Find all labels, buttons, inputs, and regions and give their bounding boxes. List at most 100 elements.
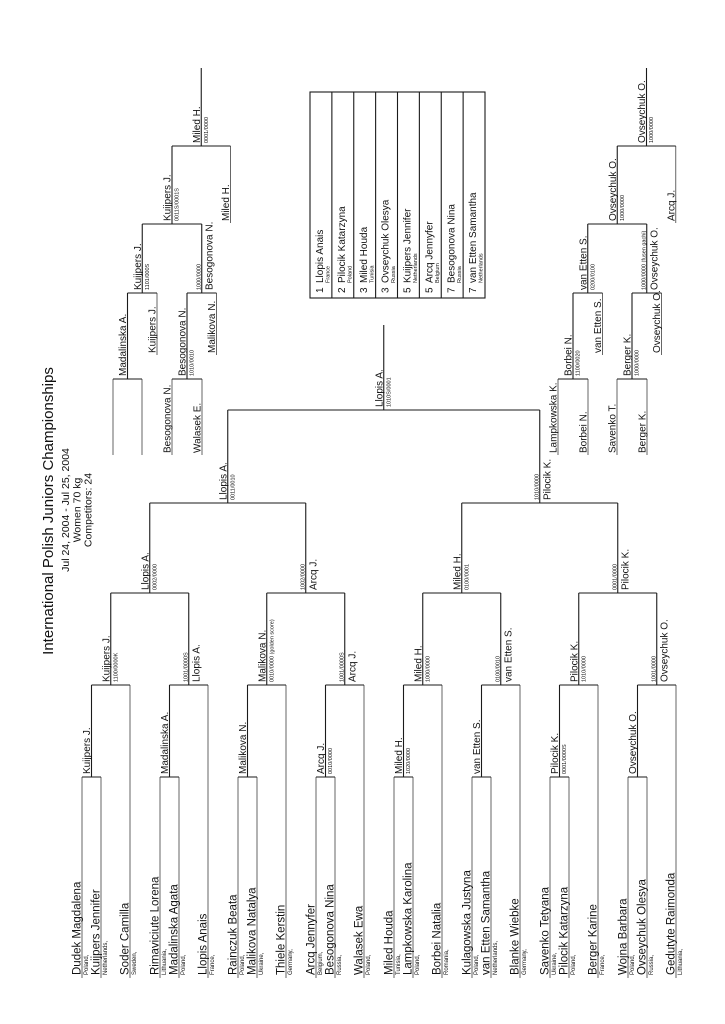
competitor-country: Russia, <box>337 955 343 975</box>
competitor-country: Lithuania, <box>162 949 168 975</box>
competitor-country: Sweden, <box>132 951 138 975</box>
result-country: France <box>326 266 332 283</box>
competitor-name: Madalinska Agata <box>169 884 181 975</box>
repechage-entry: Malikova N. <box>207 301 218 353</box>
competitor-name: Walasek Ewa <box>354 905 366 975</box>
result-country: Belgium <box>435 263 441 283</box>
result-rank: 7 <box>468 287 479 293</box>
match-winner: Pilocik K. <box>542 459 553 500</box>
competitor-country: Netherlands, <box>103 941 109 975</box>
match-score: 0010/0000 <box>328 748 334 774</box>
match-score: 1000/0000 (fusen gachi) <box>641 231 647 290</box>
result-rank: 3 <box>381 287 392 293</box>
match-score: 0002/0000 <box>152 564 158 590</box>
competitor-name: van Etten Samantha <box>481 870 493 975</box>
result-rank: 2 <box>337 287 348 293</box>
repechage-entry: Besogonova N. <box>163 385 174 453</box>
competitor-country: Ukraine, <box>552 952 558 975</box>
match-winner: Malikova N. <box>257 630 268 682</box>
result-name: Pilocik Katarzyna <box>337 206 348 283</box>
repechage-entry: Walasek E. <box>193 403 204 453</box>
match-winner: Madalinska A. <box>118 314 129 376</box>
match-score: 1100/0020 <box>576 350 582 376</box>
match-score: 0200/0100 <box>590 264 596 290</box>
competitor-country: Poland, <box>571 954 577 975</box>
match-score: 0100/0010 <box>495 656 501 682</box>
match-score: 0100/0001 <box>464 564 470 590</box>
competitor-name: Ovseychuk Olesya <box>637 879 649 975</box>
match-score: 1000/0000 <box>649 117 655 143</box>
competitor-name: Kuijpers Jennifer <box>91 889 103 975</box>
repechage-entry: Miled H. <box>221 184 232 221</box>
repechage-entry: Arcq J. <box>666 190 677 221</box>
match-winner: Miled H. <box>413 645 424 682</box>
match-winner: Llopis A. <box>191 644 202 682</box>
match-winner: Kuijpers J. <box>101 635 112 682</box>
competitor-country: Tunisia, <box>396 954 402 975</box>
competitor-name: Llopis Anais <box>198 913 210 975</box>
match-winner: Llopis A. <box>140 552 151 590</box>
competitor-country: France, <box>600 954 606 975</box>
repechage-entry: Savenko T. <box>608 404 619 453</box>
match-score: 1002/0000 <box>300 564 306 590</box>
match-score: 1001/0000S <box>339 652 345 682</box>
competitor-country: Poland, <box>630 954 636 975</box>
match-winner: Ovseychuk O. <box>608 158 619 221</box>
repechage-right: Lampkowska K. Borbei N. Savenko T. Berger K… <box>549 68 677 455</box>
competitor-country: Poland, <box>84 954 90 975</box>
match-score: 1000/0000 <box>635 350 641 376</box>
repechage-entry: Lampkowska K. <box>549 382 560 453</box>
match-score: 0011S/0001S <box>175 188 181 221</box>
match-score: 1100/0000K <box>113 652 119 682</box>
match-winner: Pilocik K. <box>550 733 561 774</box>
competitor-name: Lampkowska Karolina <box>403 862 415 975</box>
competitor-name: Savenko Tetyana <box>540 886 552 975</box>
result-country: Tunisia <box>369 265 375 283</box>
competitor-country: Netherlands, <box>493 941 499 975</box>
weight-category: Women 70 kg <box>72 478 84 543</box>
match-winner: Ovseychuk O. <box>628 711 639 774</box>
match-winner: Borbei N. <box>564 334 575 376</box>
competitor-name: Berger Karine <box>588 904 600 975</box>
match-winner: Arcq J. <box>347 651 358 682</box>
competitor-name: Besogonova Nina <box>325 884 337 975</box>
match-winner: Pilocik K. <box>620 549 631 590</box>
repechage-entry: Ovseychuk O. <box>652 290 663 353</box>
match-winner: Miled H. <box>394 737 405 774</box>
match-winner: Madalinska A. <box>160 712 171 774</box>
competitor-name: Gedutyte Raimonda <box>666 872 678 975</box>
competitor-name: Soder Camilla <box>120 902 132 975</box>
result-country: Poland <box>347 266 353 283</box>
competitor-country: Poland, <box>415 954 421 975</box>
match-winner: van Etten S. <box>472 720 483 774</box>
match-score: 0011/0010 <box>230 474 236 500</box>
match-score: 0001/0000S <box>562 744 568 774</box>
competitor-name: Dudek Magdalena <box>72 881 84 975</box>
result-name: Arcq Jennyfer <box>424 221 435 283</box>
match-score: 1101/000S <box>145 263 151 290</box>
competitor-name: Borbei Natalia <box>432 902 444 975</box>
result-rank: 1 <box>315 287 326 293</box>
match-winner: Arcq J. <box>308 559 319 590</box>
match-winner: Besogonova N. <box>178 308 189 376</box>
competitor-name: Kulagowska Justyna <box>462 870 474 975</box>
match-winner: Arcq J. <box>316 743 327 774</box>
match-score: 1020/0000 <box>406 748 412 774</box>
result-name: Besogonova Nina <box>446 204 457 283</box>
match-score: 0010/0000 (golden score) <box>269 619 275 682</box>
result-country: Netherlands <box>479 253 485 283</box>
title-block: International Polish Juniors Championshi… <box>40 367 95 655</box>
competitor-country: Lithuania, <box>678 949 684 975</box>
match-winner: Ovseychuk O. <box>637 80 648 143</box>
event-title: International Polish Juniors Championshi… <box>40 367 57 655</box>
match-winner: van Etten S. <box>578 236 589 290</box>
competitor-name: Thiele Kerstin <box>276 905 288 975</box>
result-country: Netherlands <box>413 253 419 283</box>
match-winner: Kuijpers J. <box>163 174 174 221</box>
repechage-entry: Borbei N. <box>579 411 590 453</box>
repechage-entry: Berger K. <box>638 411 649 453</box>
match-winner: Ovseychuk O. <box>649 227 660 290</box>
result-name: Kuijpers Jennifer <box>403 208 414 283</box>
competitor-name: Rimaviciute Lorena <box>150 876 162 975</box>
